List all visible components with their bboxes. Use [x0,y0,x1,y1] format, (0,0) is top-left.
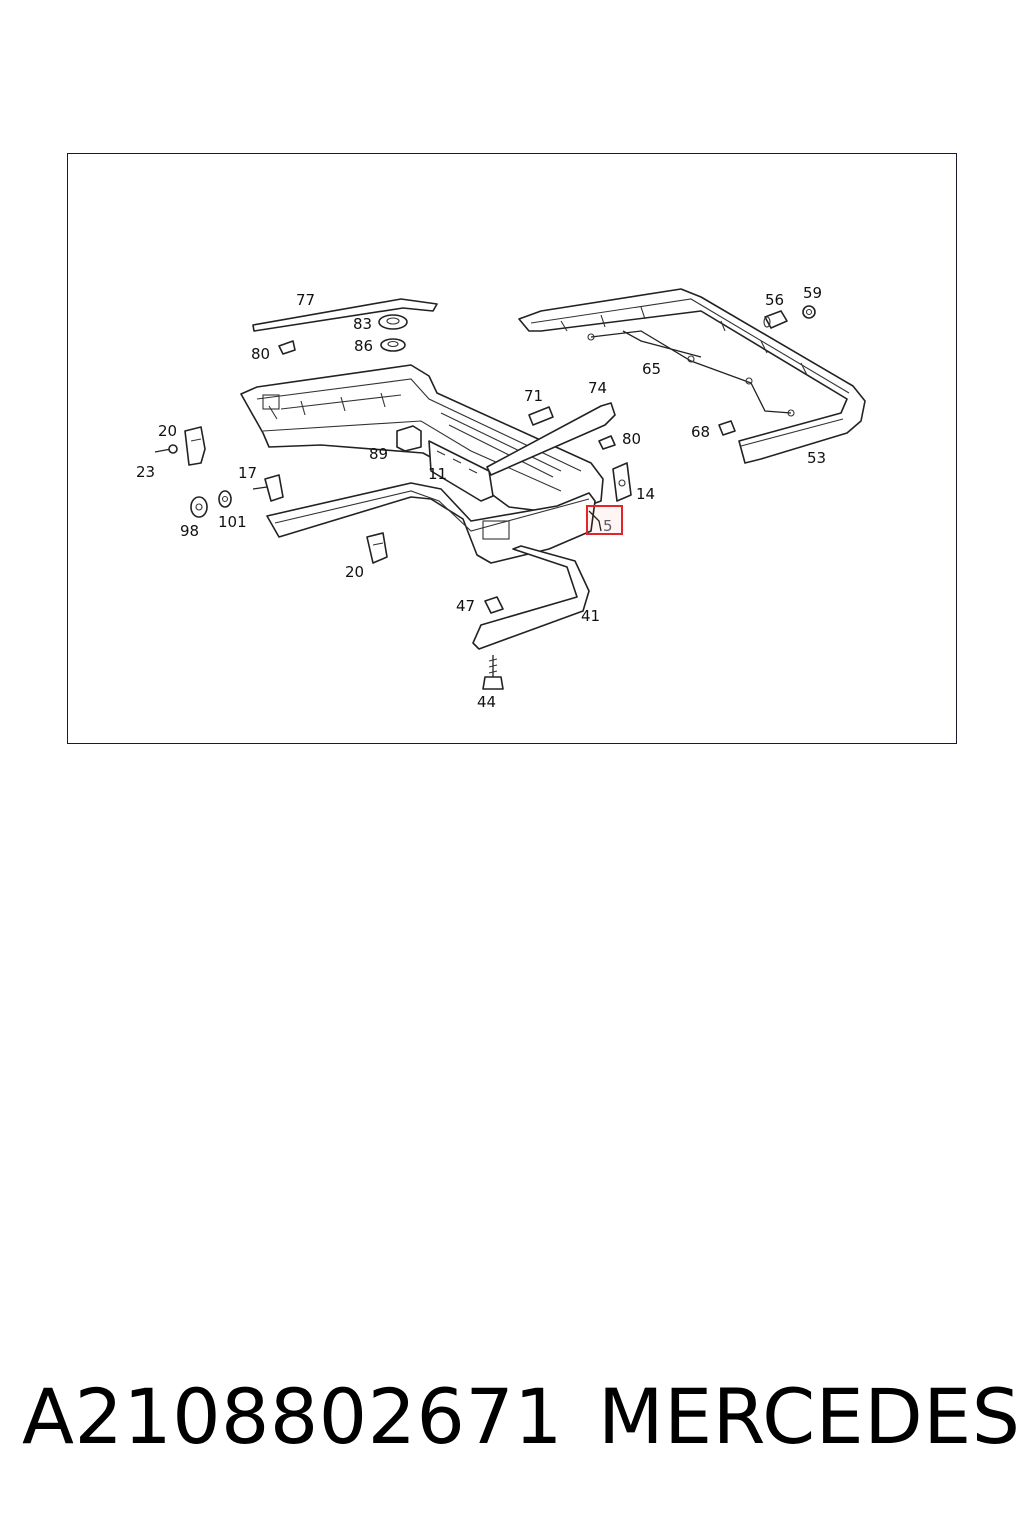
callout-71: 71 [524,387,543,405]
screw-44-part [482,655,504,690]
clip-68-part [718,420,736,436]
trim-strip-74-part [486,402,616,476]
callout-86: 86 [354,337,373,355]
bracket-20b-part [366,532,388,564]
callout-14: 14 [636,485,655,503]
callout-68: 68 [691,423,710,441]
callout-20-upper: 20 [158,422,177,440]
callout-83: 83 [353,315,372,333]
nut-98-part [190,496,208,518]
trim-strip-part [252,298,438,332]
grommet-83-part [378,314,408,330]
bumper-cover-part [266,482,596,564]
callout-59: 59 [803,284,822,302]
callout-53: 53 [807,449,826,467]
callout-101: 101 [218,513,247,531]
leader-line-5 [588,510,602,532]
callout-11: 11 [428,465,447,483]
callout-80-right: 80 [622,430,641,448]
callout-77: 77 [296,291,315,309]
fastener-17-part [252,474,284,502]
bracket-11-part [428,440,494,502]
callout-89: 89 [369,445,388,463]
callout-41: 41 [581,607,600,625]
grommet-59-part [802,305,816,319]
grommet-86-part [380,338,406,352]
callout-47: 47 [456,597,475,615]
callout-74: 74 [588,379,607,397]
callout-17: 17 [238,464,257,482]
callout-65: 65 [642,360,661,378]
part-number: A2108802671 [22,1372,564,1461]
bumper-53-part [518,288,866,464]
rear-bumper-exploded-diagram: 77 83 86 80 56 59 65 71 74 80 68 53 20 2… [136,284,866,711]
brand-name: MERCEDES [598,1372,1021,1461]
callout-20-lower: 20 [345,563,364,581]
bracket-89-part [396,425,422,452]
callout-80-left: 80 [251,345,270,363]
callout-44: 44 [477,693,496,711]
callout-98: 98 [180,522,199,540]
plate-14-part [612,462,632,502]
wiring-harness-65-part [587,330,795,417]
highlight-box [586,505,623,535]
callout-23: 23 [136,463,155,481]
washer-101-part [218,490,232,508]
sensor-56-part [763,310,788,329]
clip-80-part [278,340,296,355]
footer: A2108802671 MERCEDES [0,1372,1024,1472]
parts-diagram-frame: 77 83 86 80 56 59 65 71 74 80 68 53 20 2… [67,153,957,744]
callout-56: 56 [765,291,784,309]
screw-23-part [154,444,178,454]
callout-5: 5 [603,517,613,535]
highlighted-callout-5[interactable]: 5 [586,505,623,535]
bracket-20a-part [184,426,206,466]
part-71 [528,406,554,426]
lower-strip-41-part [472,545,590,650]
clip-80b-part [598,435,616,450]
clip-47-part [484,596,504,614]
